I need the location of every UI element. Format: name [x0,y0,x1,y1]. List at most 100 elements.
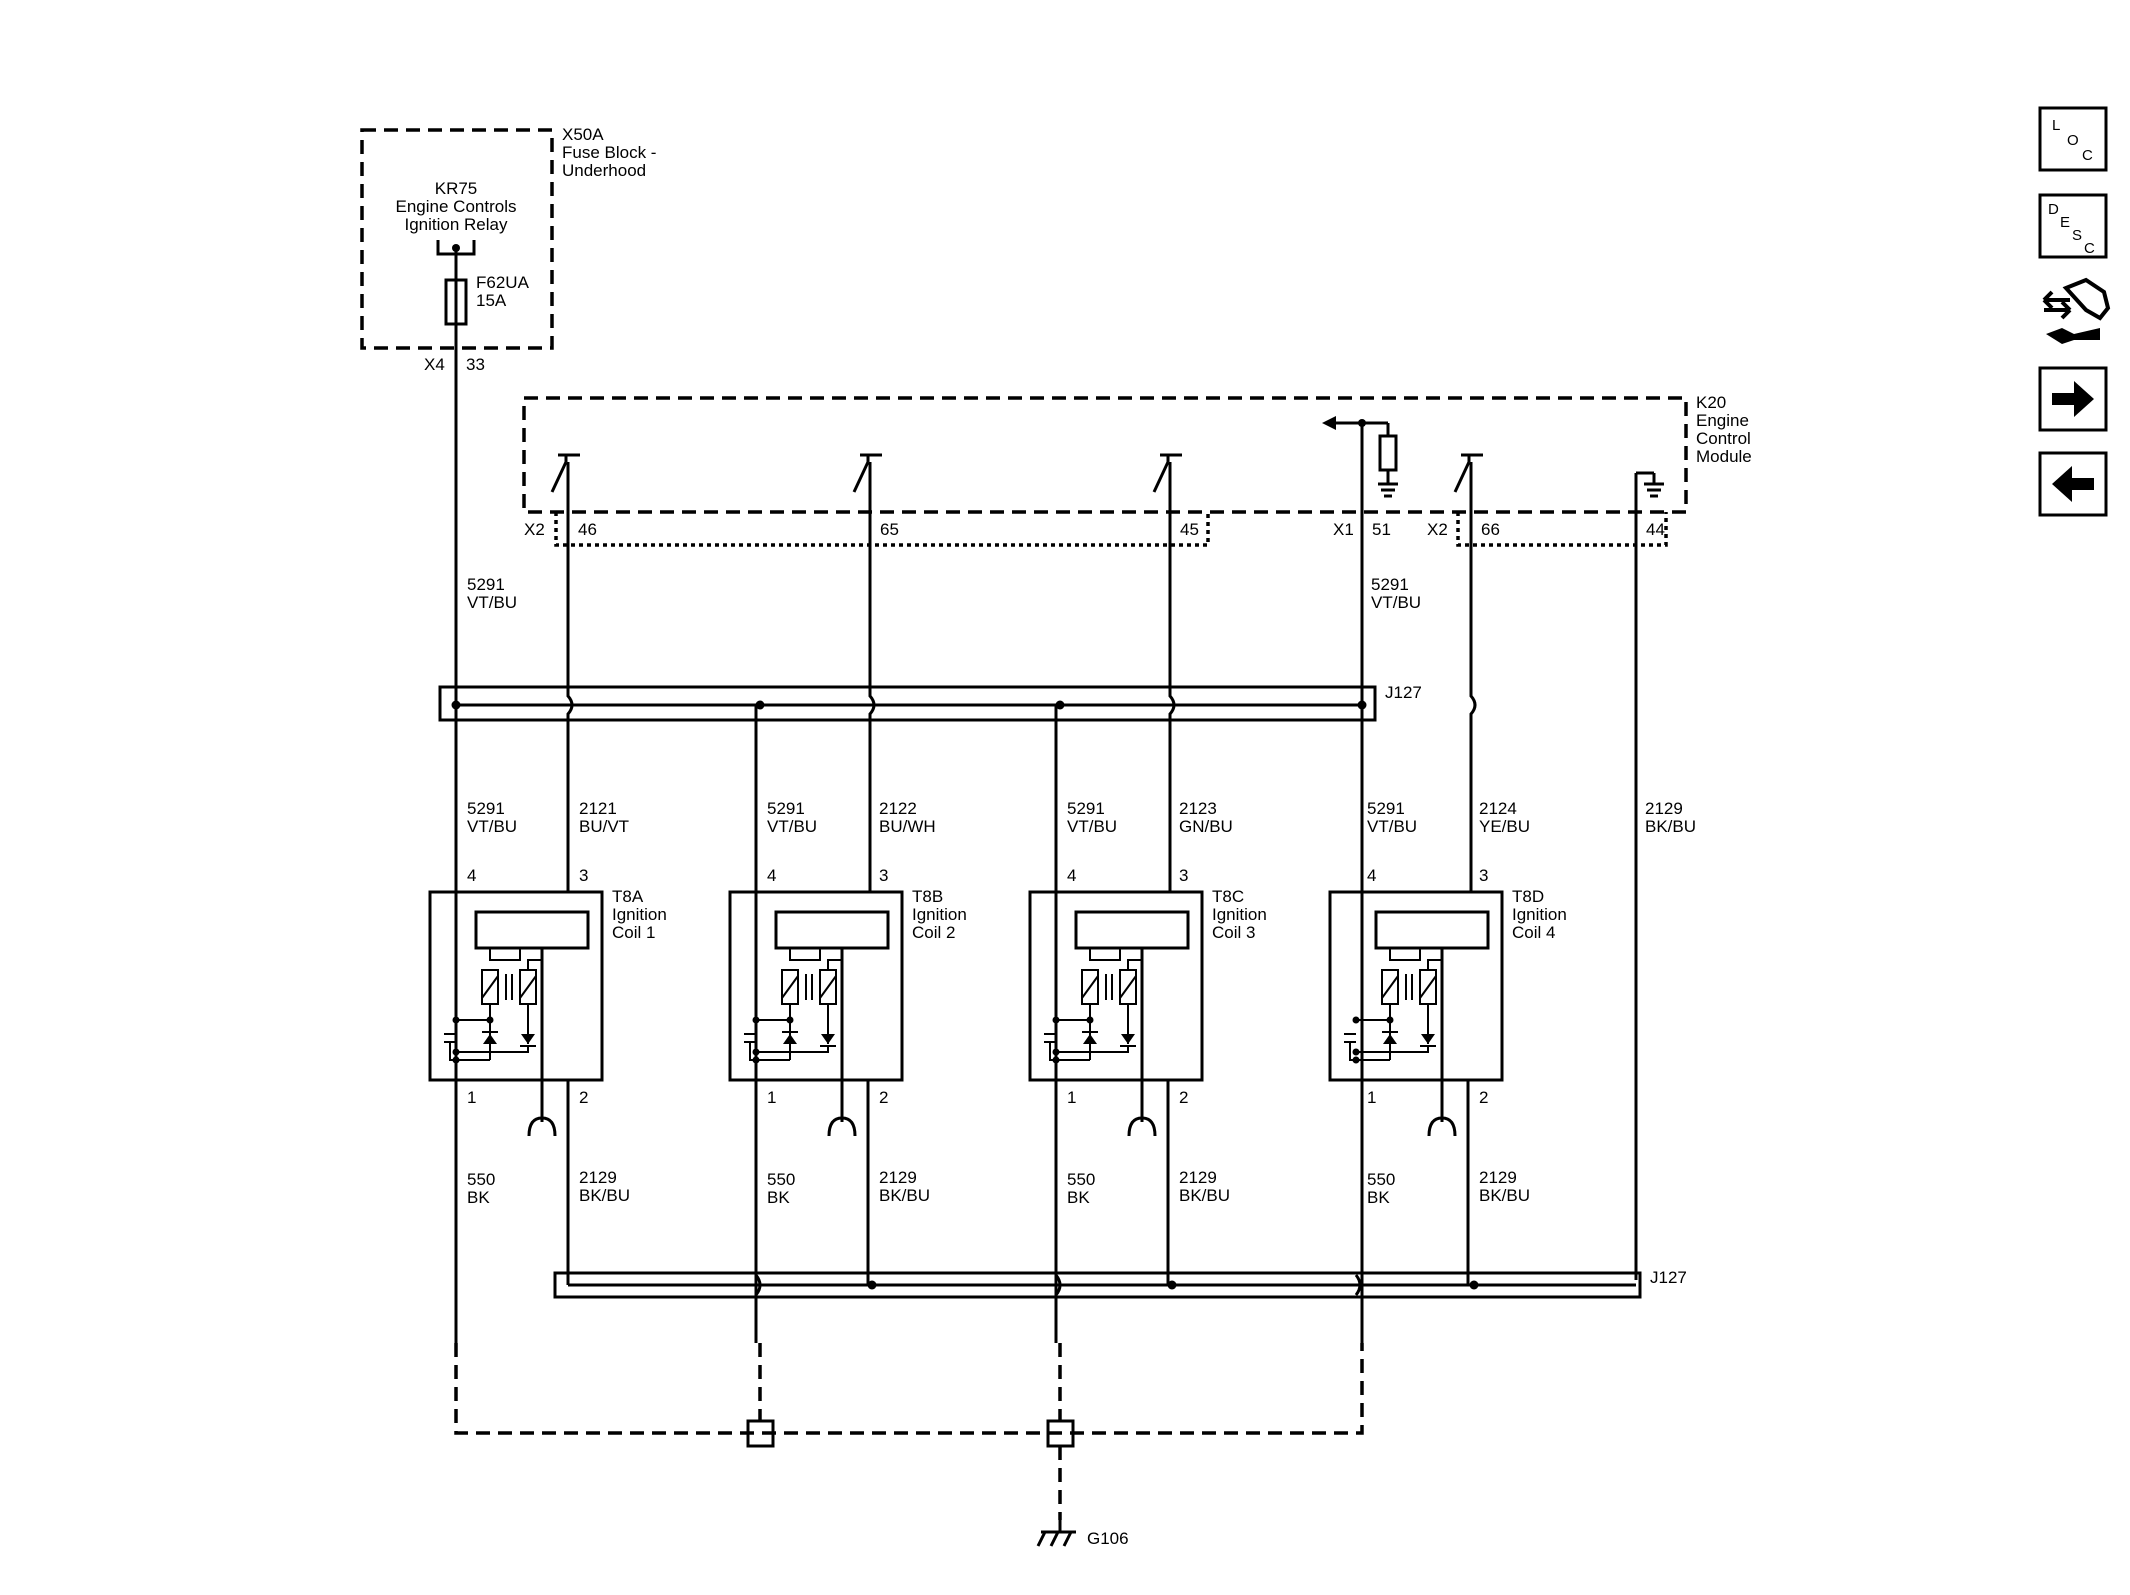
coil-pin-4: 4 [1067,866,1076,885]
fuse-block-desc-1: Fuse Block - [562,143,656,162]
next-button[interactable] [2038,366,2108,432]
loc-letter-c: C [2082,147,2093,164]
wire-ground-num: 550 [767,1170,795,1189]
ecm-pin-66: 66 [1481,520,1500,539]
coil-housing [728,890,904,1082]
wire-ground-color: BK [767,1188,790,1207]
wire-control-color: GN/BU [1179,817,1233,836]
ecm-pin-51: 51 [1372,520,1391,539]
coil-driver-module [774,910,890,950]
splice-pack-top [438,685,1377,722]
connector-repair-button[interactable] [2042,277,2111,344]
coil-id: T8B [912,887,943,906]
coil-pin-2: 2 [1479,1088,1488,1107]
wire-ground-color: BK [467,1188,490,1207]
relay-desc-1: Engine Controls [396,197,517,216]
coil-desc-1: Ignition [1212,905,1267,924]
wire-control-num: 2123 [1179,799,1217,818]
nav-toolbar: L O C D E S C [2038,106,2111,517]
coil-driver-module [1374,910,1490,950]
fuse-block-name: X50A [562,125,604,144]
coil-pin-4: 4 [1367,866,1376,885]
ecm-name: K20 [1696,393,1726,412]
wire-supply-color-a: VT/BU [467,593,517,612]
coil-pin-3: 3 [579,866,588,885]
spark-plug-output [827,1116,857,1137]
wire-lowref-color: BK/BU [879,1186,930,1205]
coil-desc-2: Coil 4 [1512,923,1555,942]
coil-id: T8A [612,887,644,906]
coil-desc-2: Coil 1 [612,923,655,942]
ecm-pin-44: 44 [1646,520,1665,539]
previous-button[interactable] [2038,451,2108,517]
wire-lowref-num: 2129 [579,1168,617,1187]
desc-letter-c: C [2084,240,2095,257]
description-button[interactable]: D E S C [2038,193,2108,259]
ecm-pin-65: 65 [880,520,899,539]
previous-arrow-icon [2052,466,2094,502]
wire-supply-color-b: VT/BU [1371,593,1421,612]
wire-supply-num-b: 5291 [1371,575,1409,594]
wire-ground-num: 550 [1367,1170,1395,1189]
wire-control-color: YE/BU [1479,817,1530,836]
ground-label: G106 [1087,1529,1129,1548]
wire-control-num: 2122 [879,799,917,818]
ecm-k20: K20 Engine Control Module [522,393,1752,547]
coil-desc-2: Coil 3 [1212,923,1255,942]
control-wire [566,462,574,892]
coil-pin-3: 3 [1479,866,1488,885]
wire-supply-num: 5291 [1067,799,1105,818]
wire-lowref-num: 2129 [1179,1168,1217,1187]
ecm-connector-x1: X1 [1333,520,1354,539]
coil-housing [1328,890,1504,1082]
coil-pin-3: 3 [1179,866,1188,885]
switch-45 [1152,453,1182,493]
wire-lowref-num-ecm: 2129 [1645,799,1683,818]
ground-splice-1 [746,1419,775,1448]
coil-desc-1: Ignition [912,905,967,924]
fuse-block-x50a: X50A Fuse Block - Underhood KR75 Engine … [360,125,656,374]
coil-pin-2: 2 [579,1088,588,1107]
fuse-block-desc-2: Underhood [562,161,646,180]
ecm-pin-45: 45 [1180,520,1199,539]
wire-lowref-color: BK/BU [1179,1186,1230,1205]
ecm-pin-46: 46 [578,520,597,539]
fuse-connector-label: X4 [424,355,445,374]
location-button[interactable]: L O C [2038,106,2108,172]
fuse-pin-label: 33 [466,355,485,374]
coil-id: T8C [1212,887,1244,906]
coil-pin-2: 2 [1179,1088,1188,1107]
wire-lowref-color-ecm: BK/BU [1645,817,1696,836]
loc-letter-o: O [2067,132,2079,149]
coil-housing [1028,890,1204,1082]
coil-desc-1: Ignition [612,905,667,924]
ground-reference-44 [1636,471,1664,498]
ecm-desc-1: Engine [1696,411,1749,430]
wire-supply-color: VT/BU [767,817,817,836]
wire-lowref-num: 2129 [1479,1168,1517,1187]
wire-supply-num: 5291 [767,799,805,818]
splice-junctions [451,700,1479,1290]
wire-lowref-color: BK/BU [579,1186,630,1205]
desc-letter-s: S [2072,227,2082,244]
loc-letter-l: L [2052,117,2060,134]
wires [454,324,1638,1520]
coil-pin-4: 4 [467,866,476,885]
wire-lowref-num: 2129 [879,1168,917,1187]
control-wire [1168,462,1176,892]
coil-pin-4: 4 [767,866,776,885]
wire-control-color: BU/WH [879,817,936,836]
wire-supply-color: VT/BU [1067,817,1117,836]
fuse-name: F62UA [476,273,530,292]
coil-pin-1: 1 [1067,1088,1076,1107]
ecm-desc-3: Module [1696,447,1752,466]
connector-repair-icon [2042,277,2111,344]
next-arrow-icon [2052,381,2094,417]
coil-desc-1: Ignition [1512,905,1567,924]
wire-supply-color: VT/BU [467,817,517,836]
wire-supply-num: 5291 [467,799,505,818]
